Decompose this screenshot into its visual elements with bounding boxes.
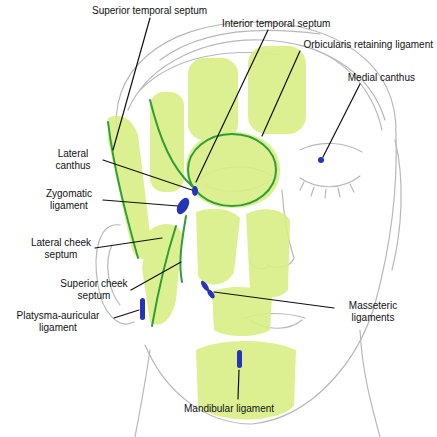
callout-label: Orbicularis retaining ligament bbox=[303, 39, 433, 51]
callout-label: Lateral canthus bbox=[44, 148, 102, 172]
callout-label: Medial canthus bbox=[348, 72, 415, 84]
callout-label: Masseteric ligaments bbox=[336, 300, 410, 324]
callout-label: Platysma-auricular ligament bbox=[2, 310, 114, 334]
callout-label: Interior temporal septum bbox=[222, 18, 330, 30]
callout-label: Zygomatic ligament bbox=[36, 188, 102, 212]
callout-label: Superior temporal septum bbox=[92, 5, 207, 17]
callout-label: Superior cheek septum bbox=[58, 278, 130, 302]
callout-label: Mandibular ligament bbox=[184, 403, 274, 415]
callout-label: Lateral cheek septum bbox=[28, 237, 94, 261]
